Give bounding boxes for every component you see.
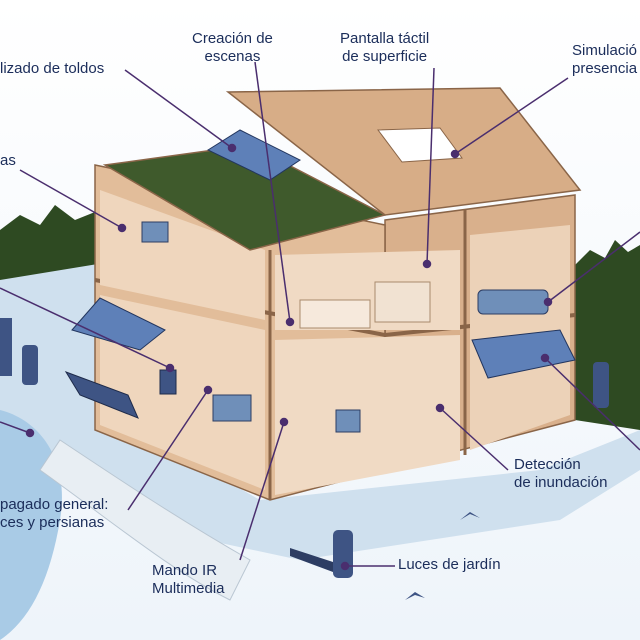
leader-pond — [0, 421, 31, 434]
dot-pond — [25, 428, 35, 438]
label-as: as — [0, 152, 16, 170]
dot-left-mid — [165, 363, 175, 373]
dresser — [374, 281, 431, 323]
dot-toldos — [227, 143, 237, 153]
shutter-side — [471, 329, 576, 379]
label-luces-text: Luces de jardín — [398, 556, 501, 573]
jacuzzi — [477, 289, 549, 315]
label-mando: Mando IR Multimedia — [152, 562, 225, 598]
label-inundacion-line2: de inundación — [514, 474, 608, 491]
garden-light-3 — [333, 530, 353, 578]
garden-light-4 — [0, 318, 12, 376]
label-escenas: Creación de escenas — [192, 30, 273, 66]
label-toldos-text: lizado de toldos — [0, 60, 105, 77]
wall-panel — [159, 369, 177, 395]
label-simulacion-line2: presencia — [572, 60, 638, 77]
label-pantalla-line2: de superficie — [342, 48, 428, 65]
leader-as — [19, 169, 123, 229]
garden-light-1 — [22, 345, 38, 385]
leader-toldos — [124, 69, 233, 149]
room-lower-mid — [275, 335, 460, 495]
room-upper-left — [100, 190, 265, 320]
label-pantalla: Pantalla táctil de superficie — [340, 30, 429, 66]
garden-light-2 — [593, 362, 609, 408]
label-escenas-line2: escenas — [204, 48, 261, 65]
bed — [299, 299, 371, 329]
skylight — [377, 127, 463, 163]
label-inundacion: Detección de inundación — [514, 456, 607, 492]
label-mando-line2: Multimedia — [152, 580, 225, 597]
bird-1 — [460, 512, 480, 520]
sensor-box — [335, 409, 361, 433]
label-toldos: lizado de toldos — [0, 60, 104, 78]
tree-line-right — [575, 240, 640, 430]
shutter-front — [64, 371, 139, 419]
leader-left-mid — [0, 287, 171, 369]
leader-escenas — [254, 61, 291, 323]
label-luces: Luces de jardín — [398, 556, 501, 574]
dot-pantalla — [422, 259, 432, 269]
leader-apagado — [127, 389, 209, 511]
light-shadow — [290, 548, 333, 572]
dot-escenas — [285, 317, 295, 327]
label-apagado-line2: ces y persianas — [0, 514, 105, 531]
leader-inundacion — [439, 407, 509, 471]
label-mando-line1: Mando IR — [152, 562, 218, 579]
awning-roof — [206, 129, 301, 181]
leader-lines — [0, 61, 640, 571]
label-escenas-line1: Creación de — [192, 30, 273, 47]
label-simulacion: Simulació presencia — [572, 42, 637, 78]
dot-apagado — [203, 385, 213, 395]
leader-simulacion — [454, 77, 569, 155]
label-apagado: pagado general: ces y persianas — [0, 496, 108, 532]
dot-as — [117, 223, 127, 233]
dot-inundacion — [435, 403, 445, 413]
leader-right-top — [547, 231, 640, 303]
label-inundacion-line1: Detección — [514, 456, 581, 473]
monitor — [141, 221, 169, 243]
label-pantalla-line1: Pantalla táctil — [340, 30, 430, 47]
label-apagado-line1: pagado general: — [0, 496, 109, 513]
dot-mando — [279, 417, 289, 427]
leader-mando — [239, 421, 285, 561]
lawn — [0, 262, 640, 560]
dot-right-top — [543, 297, 553, 307]
leader-right-mid — [544, 357, 640, 451]
label-simulacion-line1: Simulació — [572, 42, 638, 59]
dot-right-mid — [540, 353, 550, 363]
label-as-text: as — [0, 152, 16, 169]
leader-pantalla — [426, 67, 435, 265]
path-stones — [39, 439, 251, 601]
dot-luces — [340, 561, 350, 571]
dot-simulacion — [450, 149, 460, 159]
tv — [212, 394, 252, 422]
bird-2 — [405, 592, 425, 600]
